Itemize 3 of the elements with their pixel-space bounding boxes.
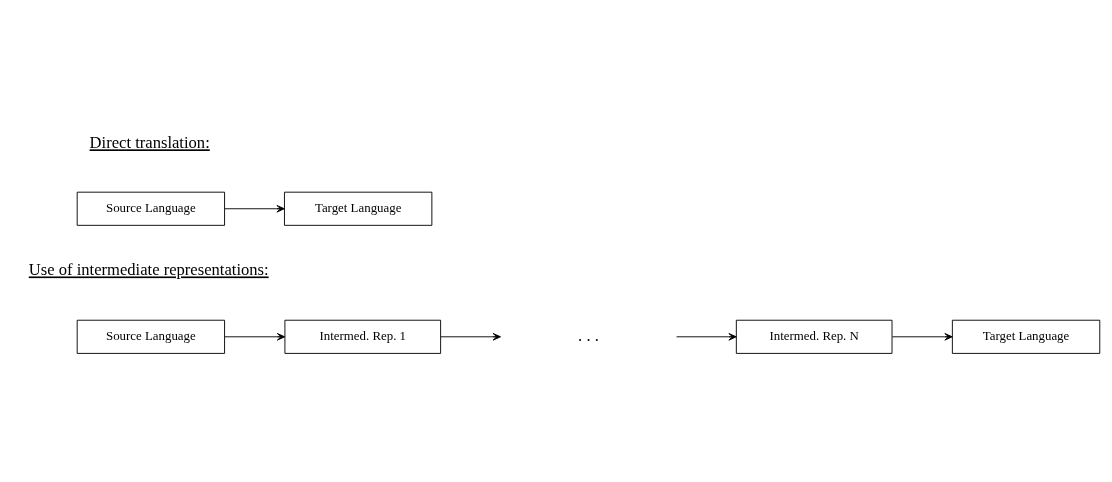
label: . . . (578, 325, 599, 345)
label: Direct translation: (89, 133, 210, 153)
label: Use of intermediate representations: (28, 260, 269, 280)
